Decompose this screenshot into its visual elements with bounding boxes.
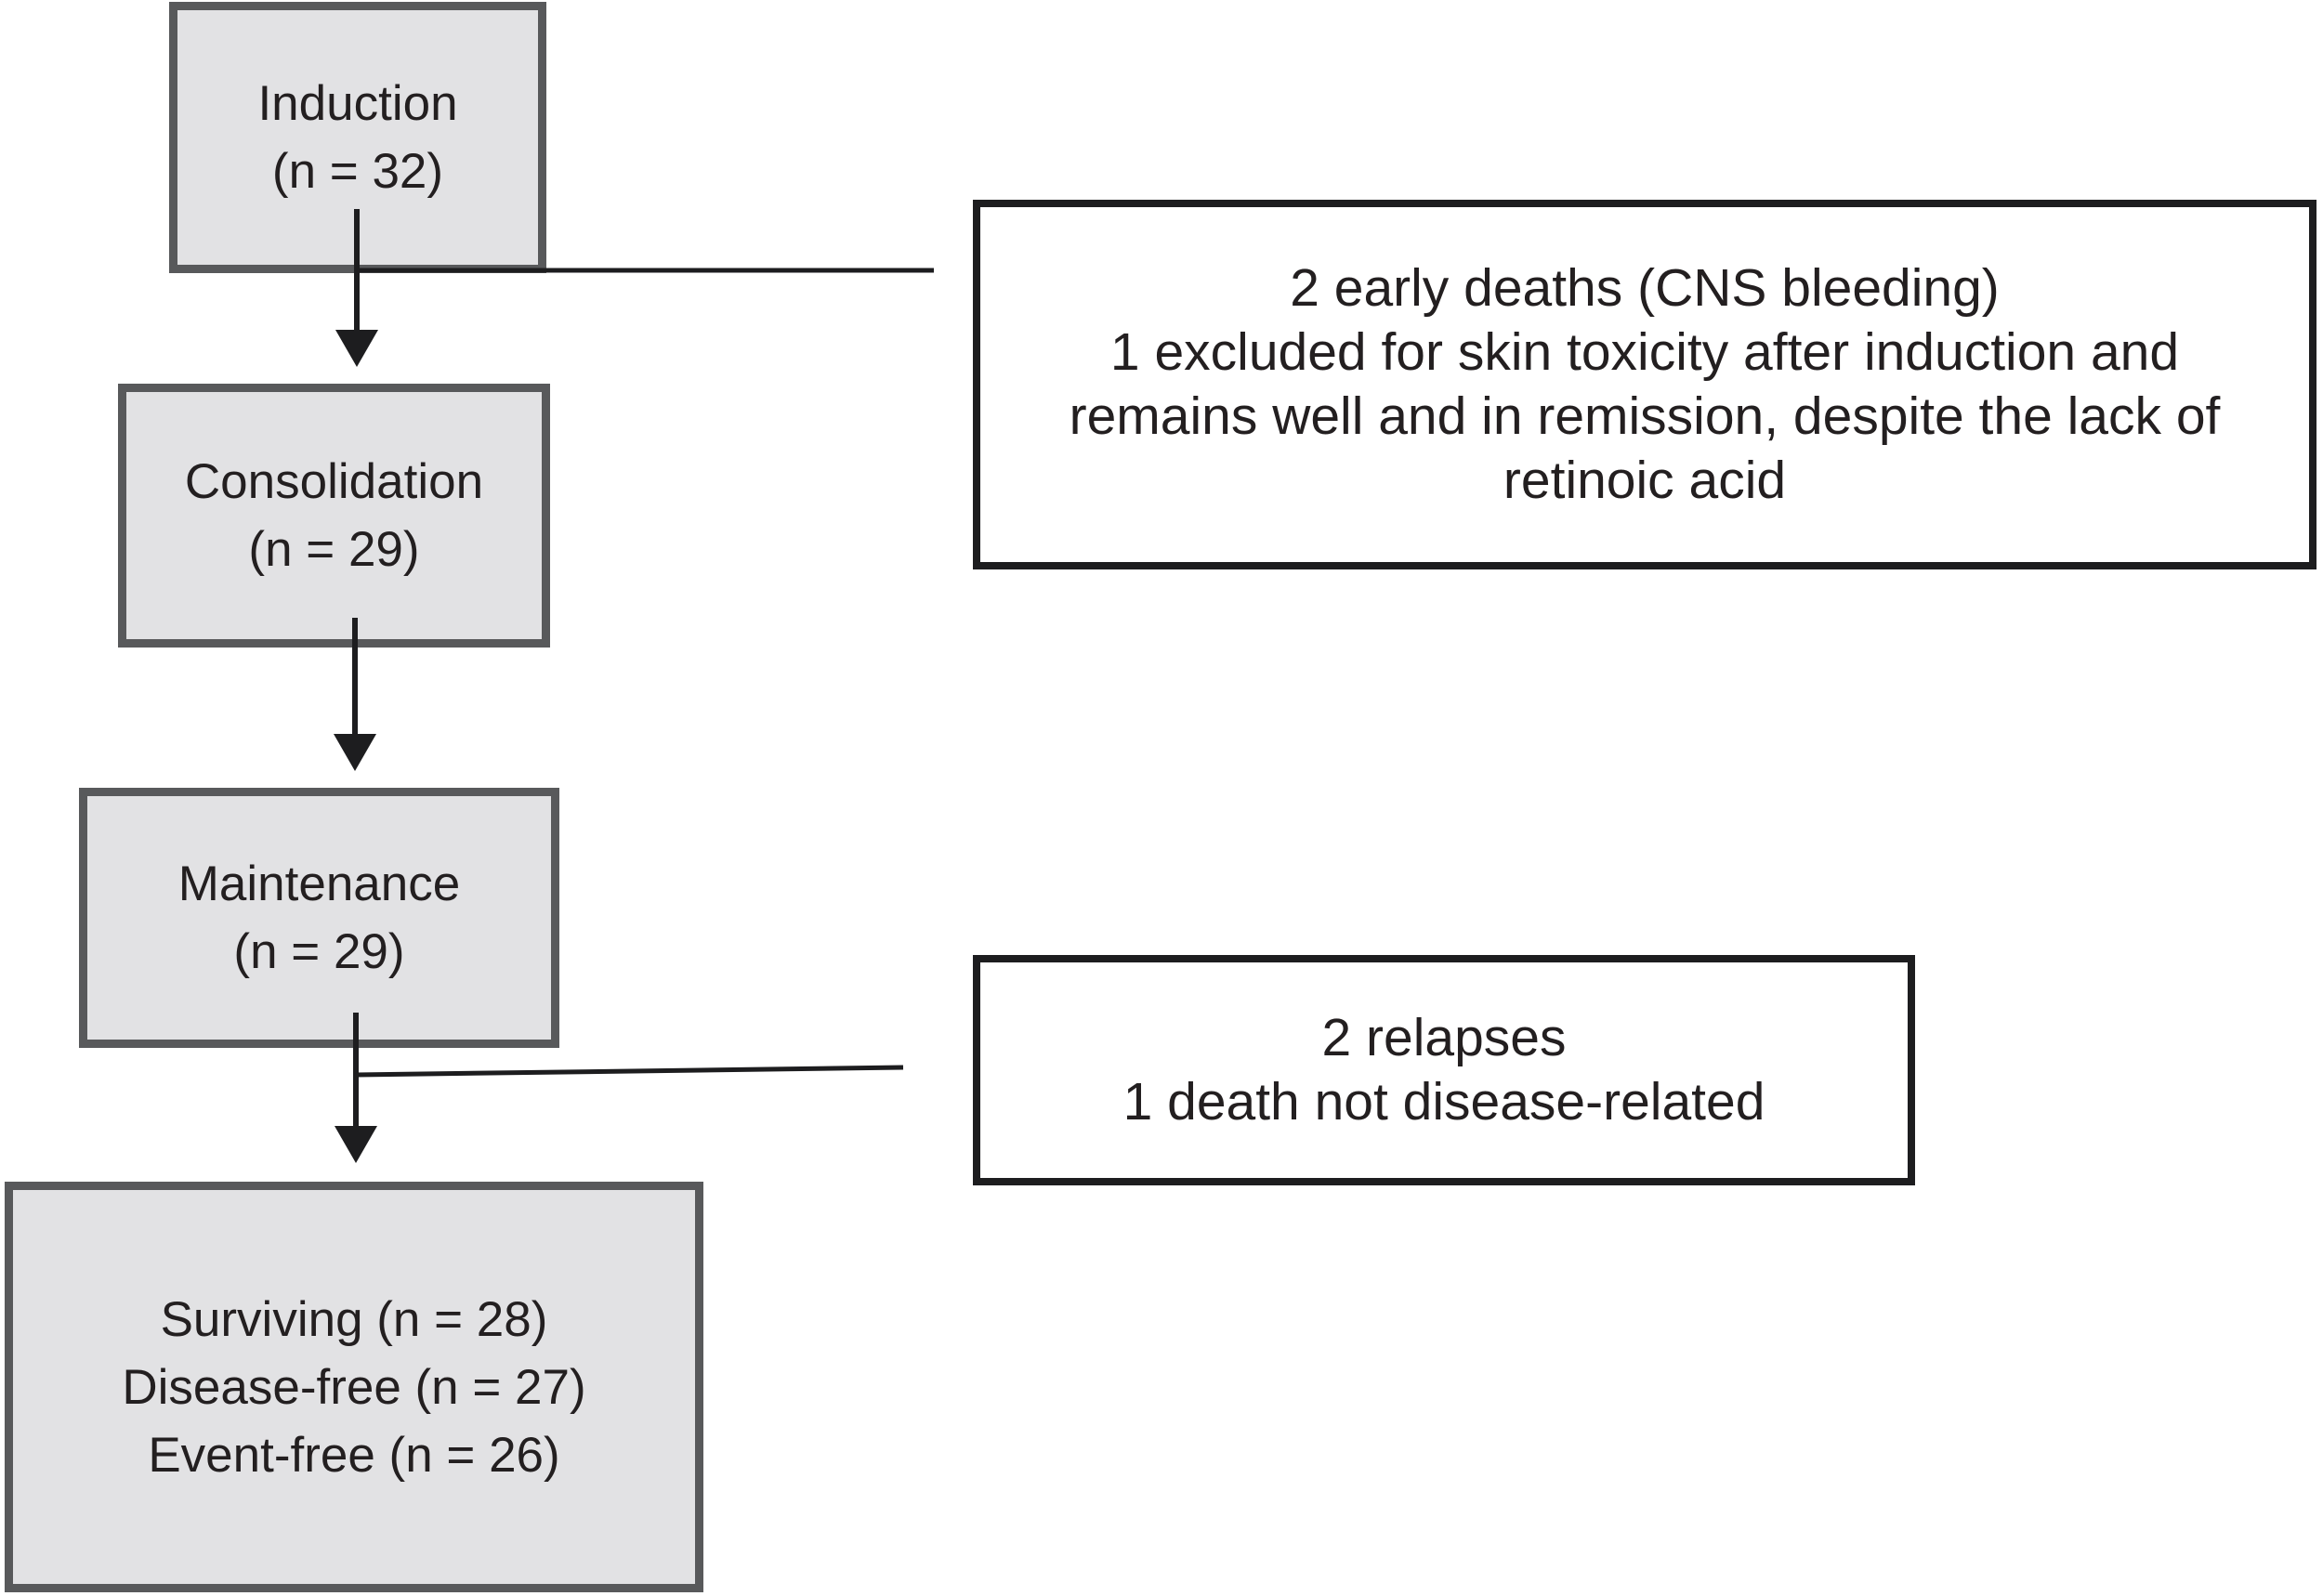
box-count-line: (n = 32): [271, 144, 444, 199]
note-line: retinoic acid: [1503, 451, 1787, 510]
arrowhead-induction-to-consolidation: [335, 330, 378, 367]
flow-box-consolidation: Consolidation (n = 29): [118, 384, 550, 648]
box-count-line: (n = 29): [248, 522, 420, 577]
outcome-surviving-line: Surviving (n = 28): [160, 1291, 548, 1347]
note-line: 2 early deaths (CNS bleeding): [1290, 258, 2000, 318]
note-line: 2 relapses: [1321, 1008, 1567, 1067]
flow-box-maintenance: Maintenance (n = 29): [79, 788, 559, 1048]
arrowhead-maintenance-to-outcome: [335, 1126, 377, 1163]
outcome-disease-free-line: Disease-free (n = 27): [122, 1359, 586, 1415]
flow-box-induction: Induction (n = 32): [169, 2, 546, 273]
box-label-line: Maintenance: [177, 857, 461, 911]
box-label-line: Consolidation: [184, 454, 484, 509]
note-box-maintenance-events: 2 relapses 1 death not disease-related: [973, 955, 1915, 1185]
flow-box-outcome: Surviving (n = 28) Disease-free (n = 27)…: [5, 1182, 703, 1592]
outcome-event-free-line: Event-free (n = 26): [148, 1427, 560, 1483]
box-label-line: Induction: [257, 76, 458, 131]
box-count-line: (n = 29): [233, 924, 405, 979]
connector-line-maintenance-to-note: [355, 1065, 904, 1078]
note-line: 1 death not disease-related: [1122, 1072, 1765, 1132]
arrowhead-consolidation-to-maintenance: [334, 734, 376, 771]
note-line: 1 excluded for skin toxicity after induc…: [1109, 322, 2180, 382]
note-line: remains well and in remission, despite t…: [1069, 386, 2221, 446]
note-box-induction-exclusions: 2 early deaths (CNS bleeding) 1 excluded…: [973, 200, 2316, 569]
